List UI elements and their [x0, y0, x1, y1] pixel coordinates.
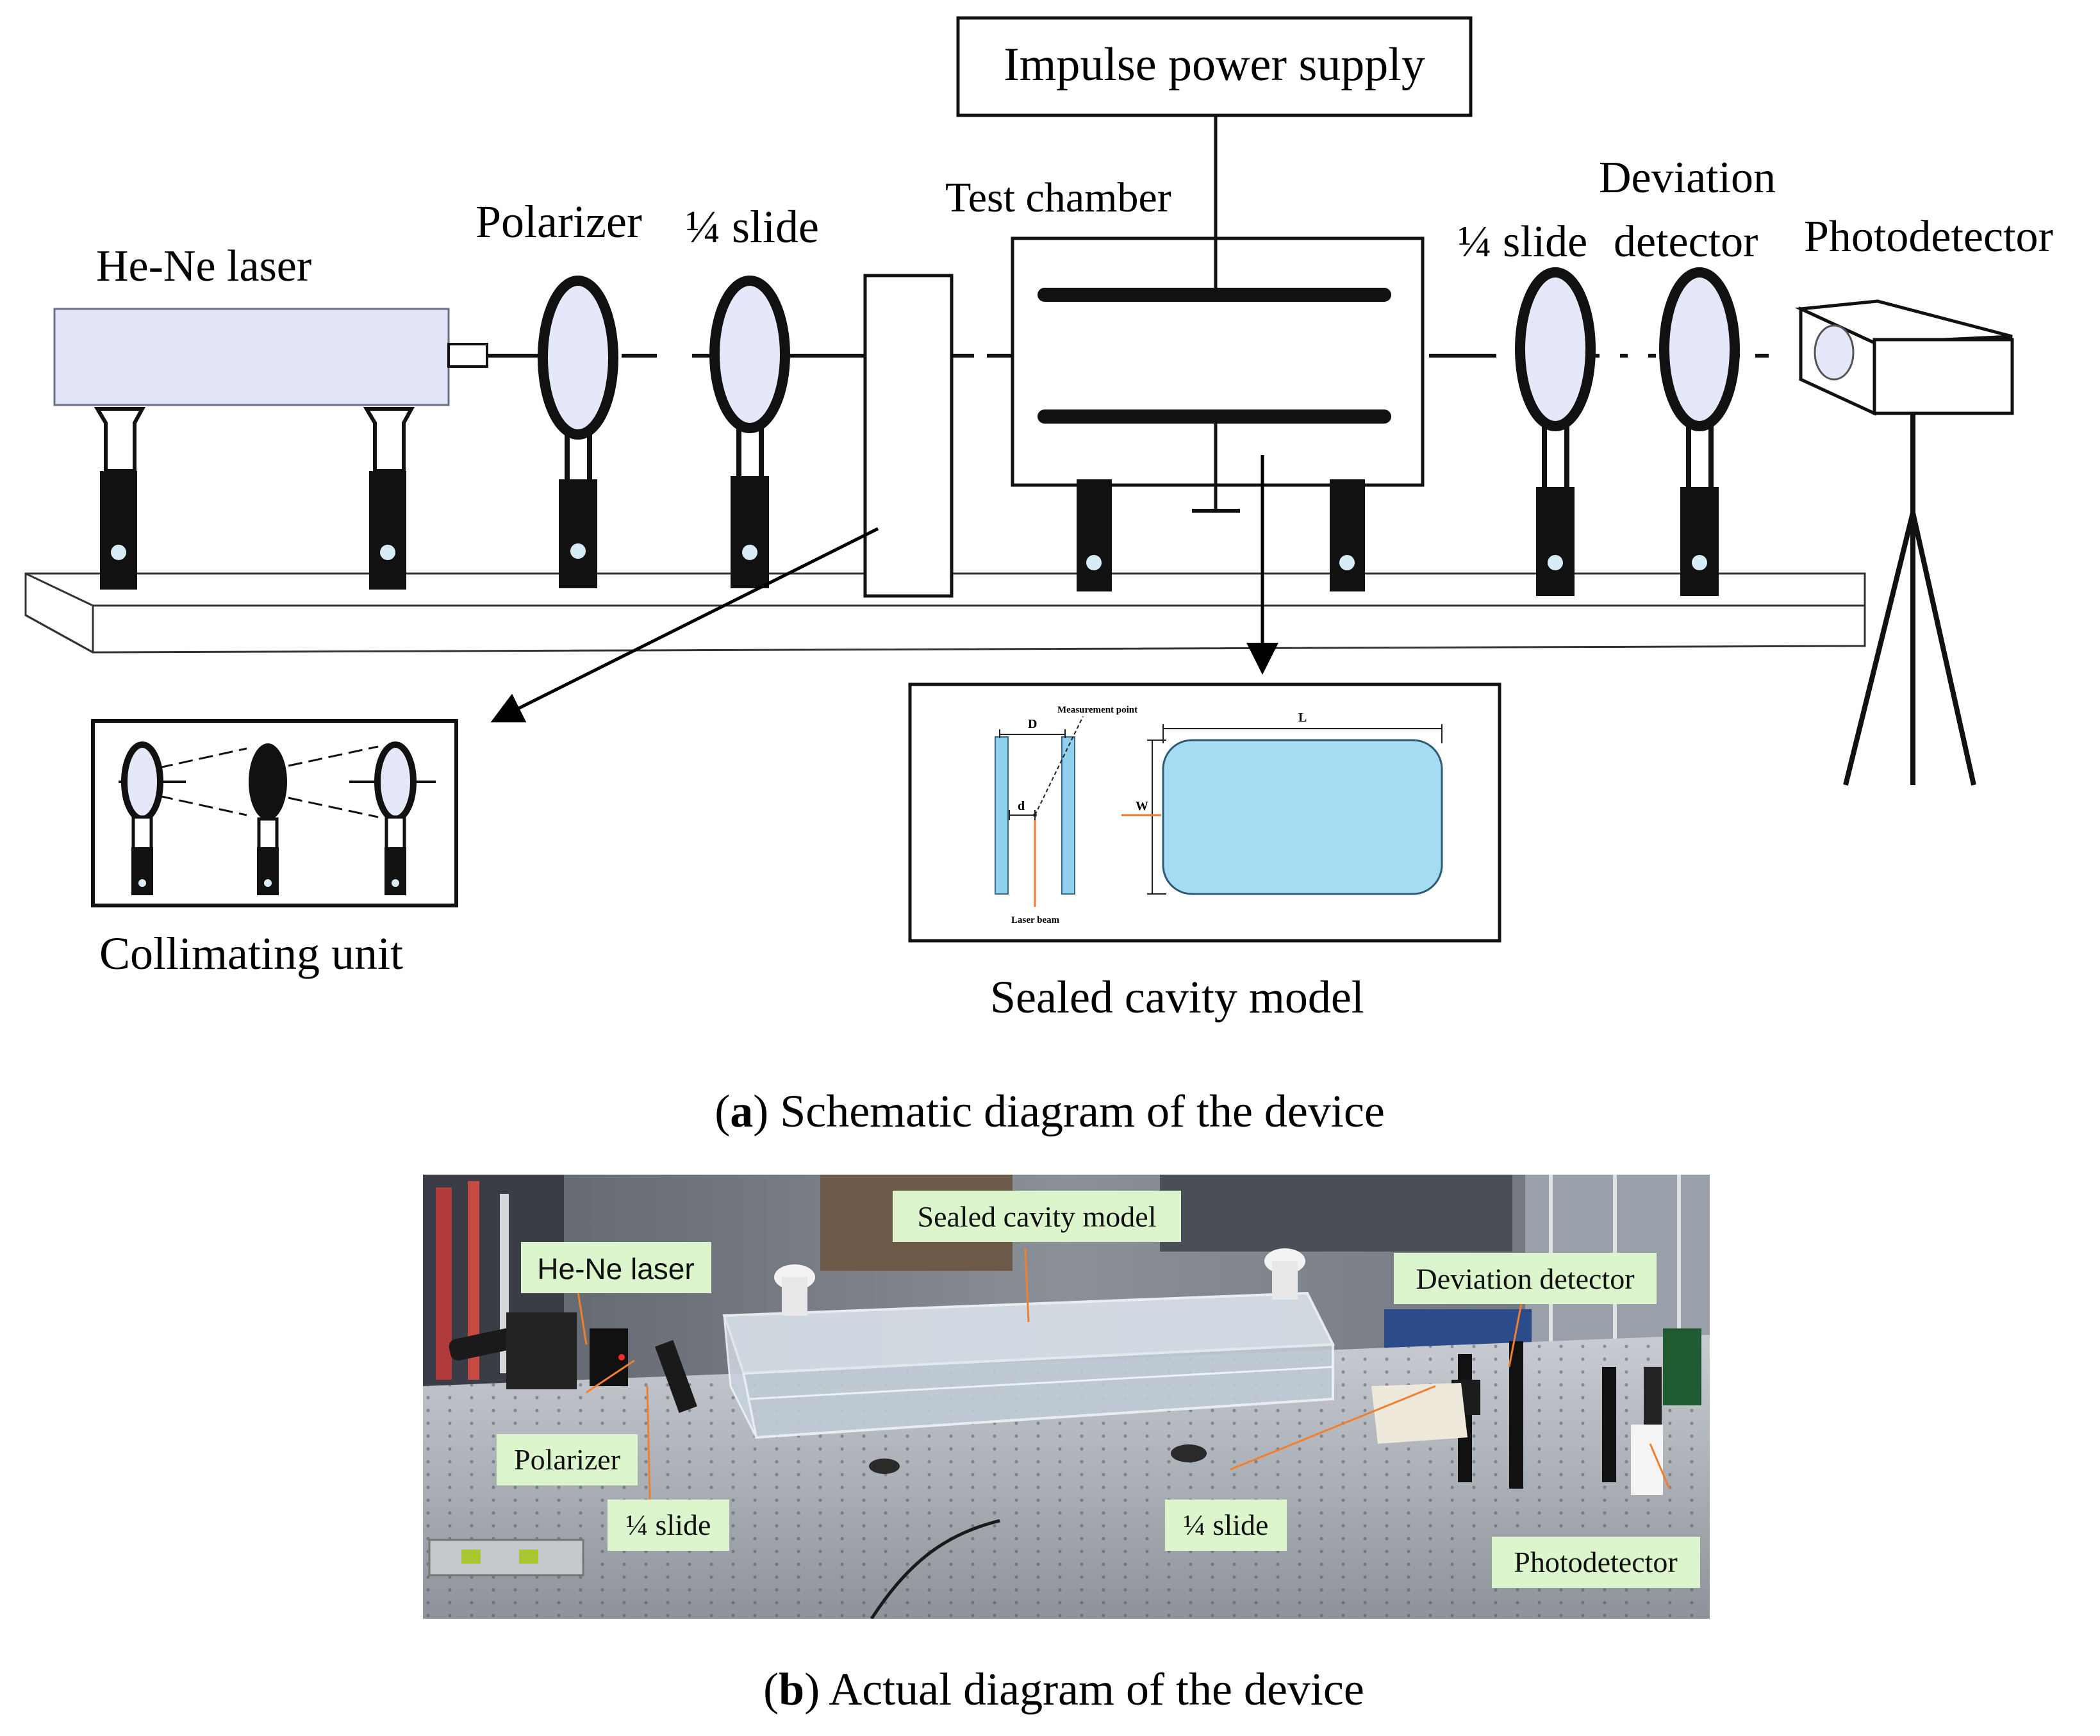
- label-he-ne-laser: He-Ne laser: [96, 242, 311, 291]
- inset-label-laser-beam: Laser beam: [1011, 915, 1060, 925]
- label-deviation-line2: detector: [1614, 217, 1758, 267]
- label-photodetector: Photodetector: [1804, 212, 2053, 261]
- tag-he-ne-laser: He-Ne laser: [521, 1242, 711, 1293]
- inset-label-measurement-point: Measurement point: [1057, 705, 1137, 715]
- inset-label-d: d: [1018, 799, 1025, 813]
- tag-polarizer: Polarizer: [497, 1434, 638, 1485]
- svg-text:He-Ne laser: He-Ne laser: [537, 1252, 694, 1285]
- collimating-unit-inset: [91, 719, 458, 907]
- collimating-arrow: [490, 527, 879, 723]
- svg-text:¼ slide: ¼ slide: [1184, 1509, 1269, 1541]
- inset-label-W: W: [1136, 799, 1148, 813]
- inset-label-D: D: [1028, 717, 1037, 731]
- caption-a: (a) Schematic diagram of the device: [715, 1086, 1385, 1137]
- tag-quarter-slide-left: ¼ slide: [608, 1500, 729, 1551]
- svg-text:Polarizer: Polarizer: [514, 1443, 620, 1476]
- collimating-unit-box: [863, 274, 954, 598]
- deviation-detector-lens: [1659, 267, 1740, 596]
- sealed-cavity-inset: [908, 682, 1501, 943]
- inset-label-L: L: [1298, 711, 1307, 725]
- label-test-chamber: Test chamber: [945, 174, 1171, 221]
- quarter-slide-right-lens: [1515, 267, 1596, 596]
- photo-panel: He-Ne laser Sealed cavity model Deviatio…: [423, 1175, 1710, 1715]
- tag-sealed-cavity-model: Sealed cavity model: [893, 1191, 1181, 1242]
- label-deviation-line1: Deviation: [1599, 153, 1776, 203]
- quarter-slide-left-lens: [709, 276, 790, 588]
- laser-post-right: [363, 407, 415, 590]
- impulse-power-supply: [956, 16, 1473, 117]
- test-chamber: [1011, 236, 1425, 591]
- svg-text:Sealed cavity model: Sealed cavity model: [918, 1200, 1157, 1233]
- label-impulse-power-supply: Impulse power supply: [1004, 38, 1425, 91]
- caption-b: (b) Actual diagram of the device: [763, 1664, 1364, 1715]
- label-polarizer: Polarizer: [475, 196, 642, 247]
- tag-photodetector: Photodetector: [1492, 1537, 1700, 1588]
- label-collimating-unit: Collimating unit: [99, 928, 403, 979]
- svg-text:Deviation detector: Deviation detector: [1416, 1262, 1634, 1295]
- label-quarter-slide-left: ¼ slide: [686, 201, 819, 252]
- label-quarter-slide-right: ¼ slide: [1458, 217, 1587, 267]
- label-sealed-cavity-model: Sealed cavity model: [990, 971, 1364, 1023]
- optical-bench: [24, 572, 1866, 654]
- svg-text:Photodetector: Photodetector: [1514, 1546, 1678, 1578]
- svg-text:¼ slide: ¼ slide: [626, 1509, 711, 1541]
- photodetector-device: [1794, 299, 2014, 786]
- tag-quarter-slide-right: ¼ slide: [1165, 1500, 1287, 1551]
- schematic-panel: Impulse power supply Test chamber He-Ne …: [24, 16, 2053, 1137]
- laser-post-left: [94, 407, 146, 590]
- tag-deviation-detector: Deviation detector: [1394, 1253, 1657, 1304]
- polarizer-lens: [538, 276, 618, 588]
- he-ne-laser: [53, 308, 488, 590]
